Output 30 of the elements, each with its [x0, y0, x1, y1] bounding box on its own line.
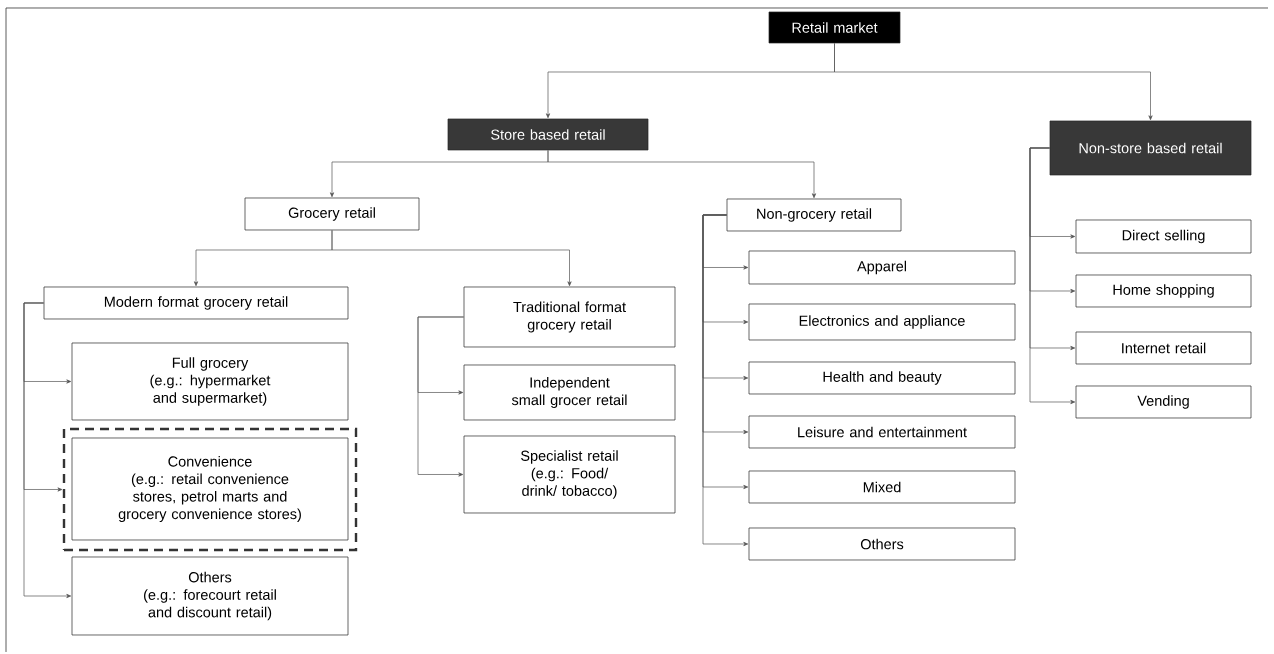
category-box: Others: [748, 527, 1016, 561]
category-box: Health and beauty: [748, 361, 1016, 395]
connector-arrow: [23, 302, 72, 599]
category-box: Convenience (e.g.: retail convenience stores, petrol marts and grocery convenience stores): [71, 437, 349, 541]
category-box: Non-grocery retail: [726, 198, 902, 232]
category-box: Traditional format grocery retail: [463, 286, 676, 348]
category-box: Mixed: [748, 470, 1016, 504]
connector-arrow: [702, 214, 749, 547]
category-box: Grocery retail: [244, 197, 420, 231]
category-box: Others (e.g.: forecourt retail and discount retail): [71, 556, 349, 636]
connector-arrow: [331, 230, 572, 287]
category-box: Home shopping: [1075, 274, 1252, 308]
category-box: Apparel: [748, 250, 1016, 285]
category-box: Leisure and entertainment: [748, 415, 1016, 449]
category-box: Retail market: [768, 11, 901, 44]
connector-arrow: [417, 316, 464, 477]
category-box: Modern format grocery retail: [43, 286, 349, 320]
category-box: Specialist retail (e.g.: Food/ drink/ tobacco): [463, 435, 676, 514]
category-box: Electronics and appliance: [748, 303, 1016, 341]
category-box: Internet retail: [1075, 331, 1252, 365]
category-box: Direct selling: [1075, 219, 1252, 254]
category-box: Independent small grocer retail: [463, 364, 676, 421]
category-box: Full grocery (e.g.: hypermarket and supermarket): [71, 342, 349, 421]
category-box: Non-store based retail: [1049, 120, 1252, 176]
highlight-frame: [62, 427, 358, 552]
connector-arrow: [834, 43, 1153, 121]
connector-arrow: [547, 150, 817, 199]
category-box: Vending: [1075, 385, 1252, 419]
category-box: Store based retail: [447, 118, 649, 151]
connector-arrow: [1029, 147, 1076, 405]
